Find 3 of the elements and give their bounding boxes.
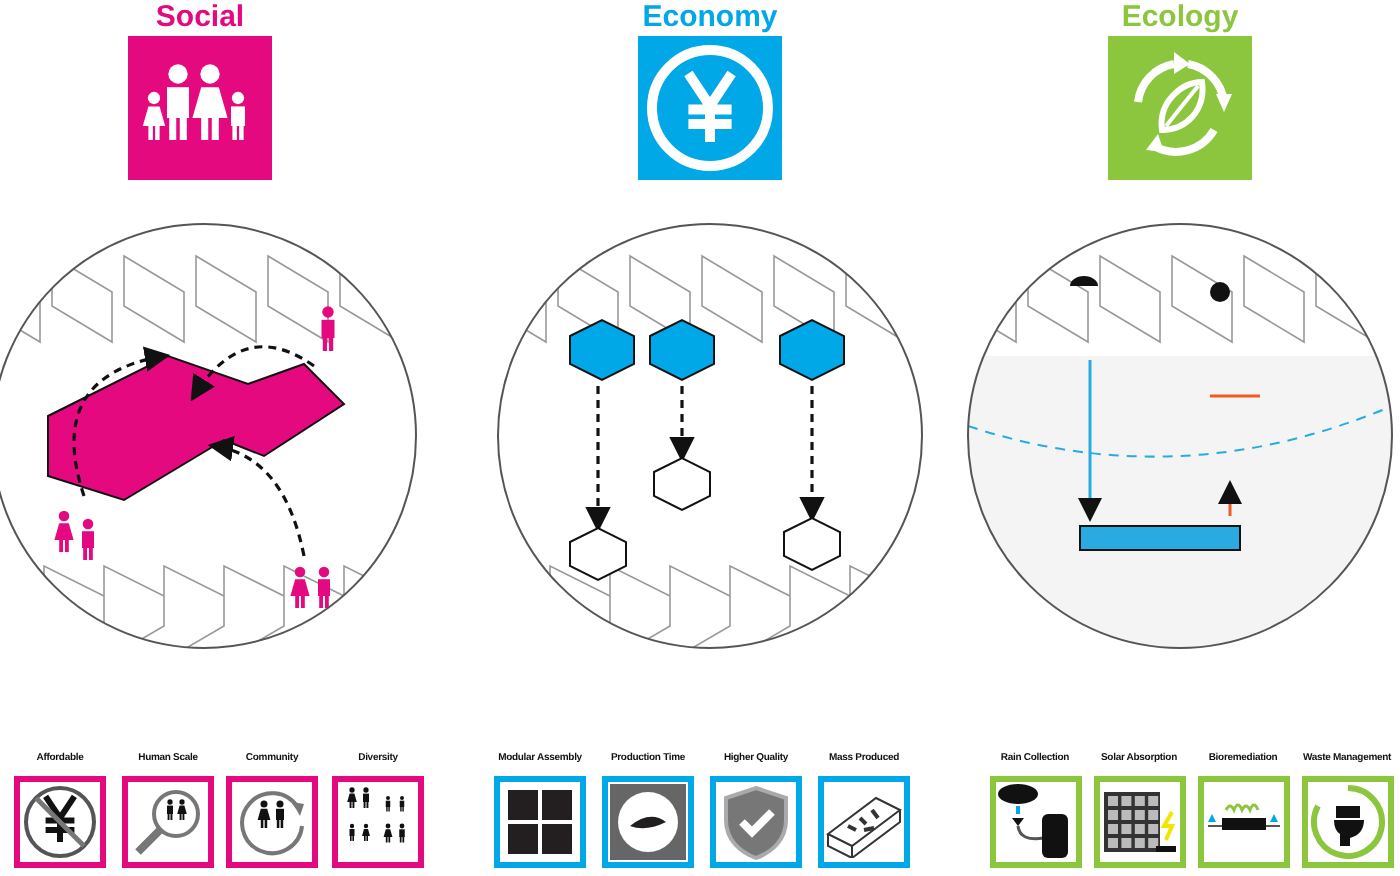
- category-heading: Ecology: [1119, 0, 1241, 34]
- category-heading: Social: [153, 0, 247, 34]
- category-heading: Economy: [640, 0, 780, 34]
